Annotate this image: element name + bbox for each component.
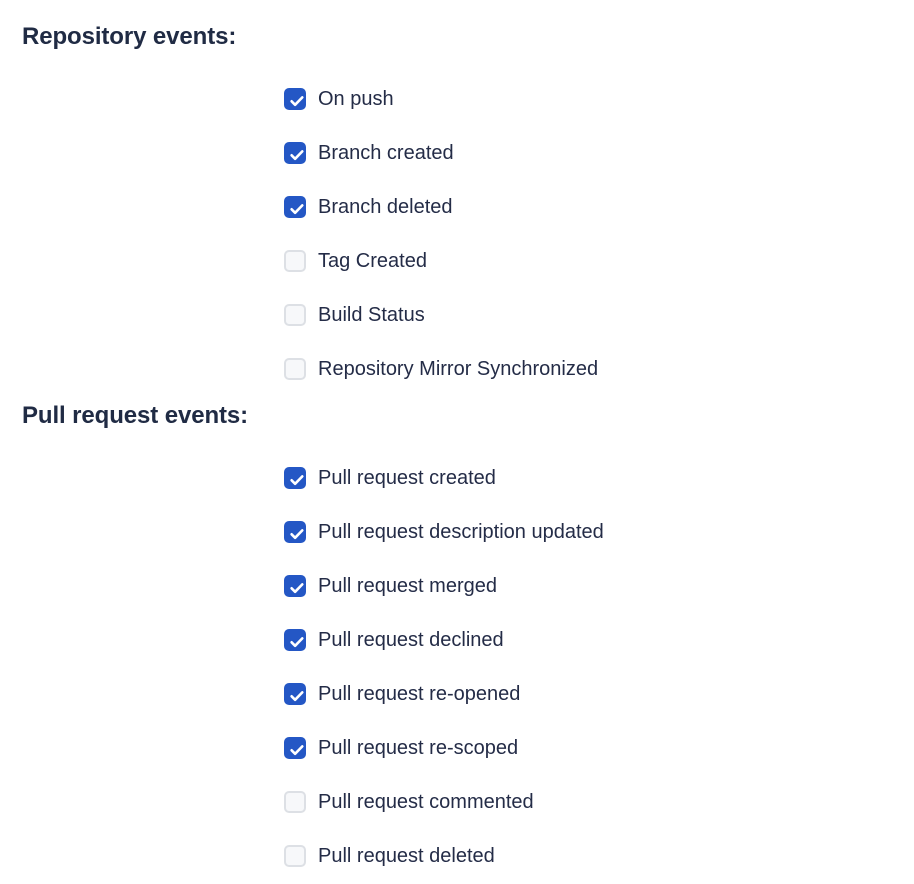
checkbox-checked-icon[interactable] — [284, 737, 306, 759]
repository-events-heading: Repository events: — [22, 23, 237, 50]
checkbox-row-build-status[interactable]: Build Status — [284, 288, 598, 342]
checkbox-unchecked-icon[interactable] — [284, 250, 306, 272]
checkbox-row-pull-request-re-opened[interactable]: Pull request re-opened — [284, 667, 604, 721]
checkbox-row-pull-request-declined[interactable]: Pull request declined — [284, 613, 604, 667]
checkbox-label: Branch created — [318, 142, 454, 164]
checkbox-row-on-push[interactable]: On push — [284, 72, 598, 126]
checkbox-row-pull-request-merged[interactable]: Pull request merged — [284, 559, 604, 613]
checkbox-checked-icon[interactable] — [284, 142, 306, 164]
checkbox-unchecked-icon[interactable] — [284, 845, 306, 867]
checkbox-label: Pull request commented — [318, 791, 534, 813]
checkbox-label: Pull request re-opened — [318, 683, 521, 705]
checkbox-label: Tag Created — [318, 250, 427, 272]
checkbox-checked-icon[interactable] — [284, 467, 306, 489]
checkbox-label: Pull request re-scoped — [318, 737, 519, 759]
checkbox-checked-icon[interactable] — [284, 683, 306, 705]
checkbox-label: Build Status — [318, 304, 425, 326]
checkbox-row-branch-deleted[interactable]: Branch deleted — [284, 180, 598, 234]
checkbox-label: Pull request merged — [318, 575, 497, 597]
checkbox-checked-icon[interactable] — [284, 575, 306, 597]
checkbox-label: Pull request description updated — [318, 521, 604, 543]
checkbox-label: Repository Mirror Synchronized — [318, 358, 599, 380]
checkbox-label: Branch deleted — [318, 196, 453, 218]
checkbox-row-pull-request-deleted[interactable]: Pull request deleted — [284, 829, 604, 883]
checkbox-label: Pull request created — [318, 467, 496, 489]
checkbox-checked-icon[interactable] — [284, 521, 306, 543]
checkbox-row-tag-created[interactable]: Tag Created — [284, 234, 598, 288]
checkbox-checked-icon[interactable] — [284, 88, 306, 110]
checkbox-checked-icon[interactable] — [284, 629, 306, 651]
checkbox-label: Pull request deleted — [318, 845, 495, 867]
checkbox-row-repository-mirror-synchronized[interactable]: Repository Mirror Synchronized — [284, 342, 598, 396]
checkbox-checked-icon[interactable] — [284, 196, 306, 218]
checkbox-label: Pull request declined — [318, 629, 504, 651]
checkbox-row-pull-request-re-scoped[interactable]: Pull request re-scoped — [284, 721, 604, 775]
checkbox-row-pull-request-description-updated[interactable]: Pull request description updated — [284, 505, 604, 559]
checkbox-unchecked-icon[interactable] — [284, 791, 306, 813]
checkbox-row-branch-created[interactable]: Branch created — [284, 126, 598, 180]
checkbox-unchecked-icon[interactable] — [284, 304, 306, 326]
checkbox-unchecked-icon[interactable] — [284, 358, 306, 380]
checkbox-label: On push — [318, 88, 394, 110]
checkbox-row-pull-request-created[interactable]: Pull request created — [284, 451, 604, 505]
pull-request-events-heading: Pull request events: — [22, 402, 249, 429]
checkbox-row-pull-request-commented[interactable]: Pull request commented — [284, 775, 604, 829]
